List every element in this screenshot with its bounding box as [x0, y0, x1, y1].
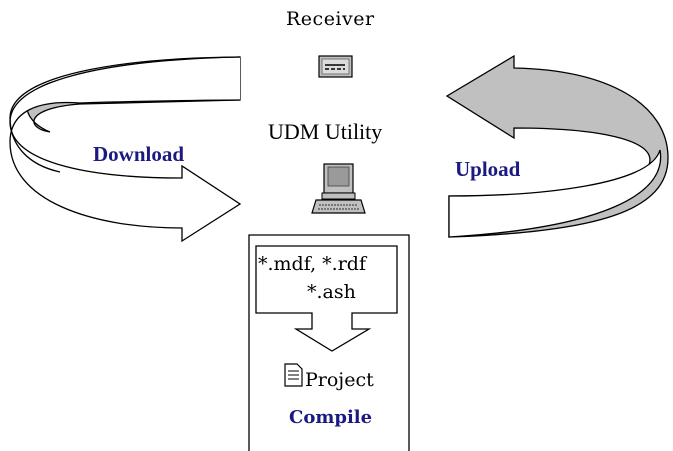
- receiver-label: Receiver: [286, 8, 375, 30]
- compile-label: Compile: [289, 407, 373, 428]
- file-types-line2: *.ash: [307, 281, 356, 303]
- desktop-computer-icon: [311, 163, 366, 214]
- upload-arrow: [445, 54, 669, 238]
- udm-utility-label: UDM Utility: [268, 119, 383, 144]
- download-arrow-outer: [9, 56, 241, 173]
- download-arrow: [9, 56, 242, 243]
- document-icon: [284, 363, 303, 387]
- receiver-device-icon: [318, 55, 353, 78]
- files-box: [255, 245, 398, 352]
- file-types-line1: *.mdf, *.rdf: [258, 253, 366, 275]
- download-arrow-body: [9, 56, 242, 243]
- upload-arrow-lower-band: [448, 149, 662, 238]
- compile-container: [248, 234, 410, 451]
- upload-label: Upload: [455, 157, 521, 181]
- download-label: Download: [93, 142, 185, 166]
- project-label: Project: [305, 369, 374, 391]
